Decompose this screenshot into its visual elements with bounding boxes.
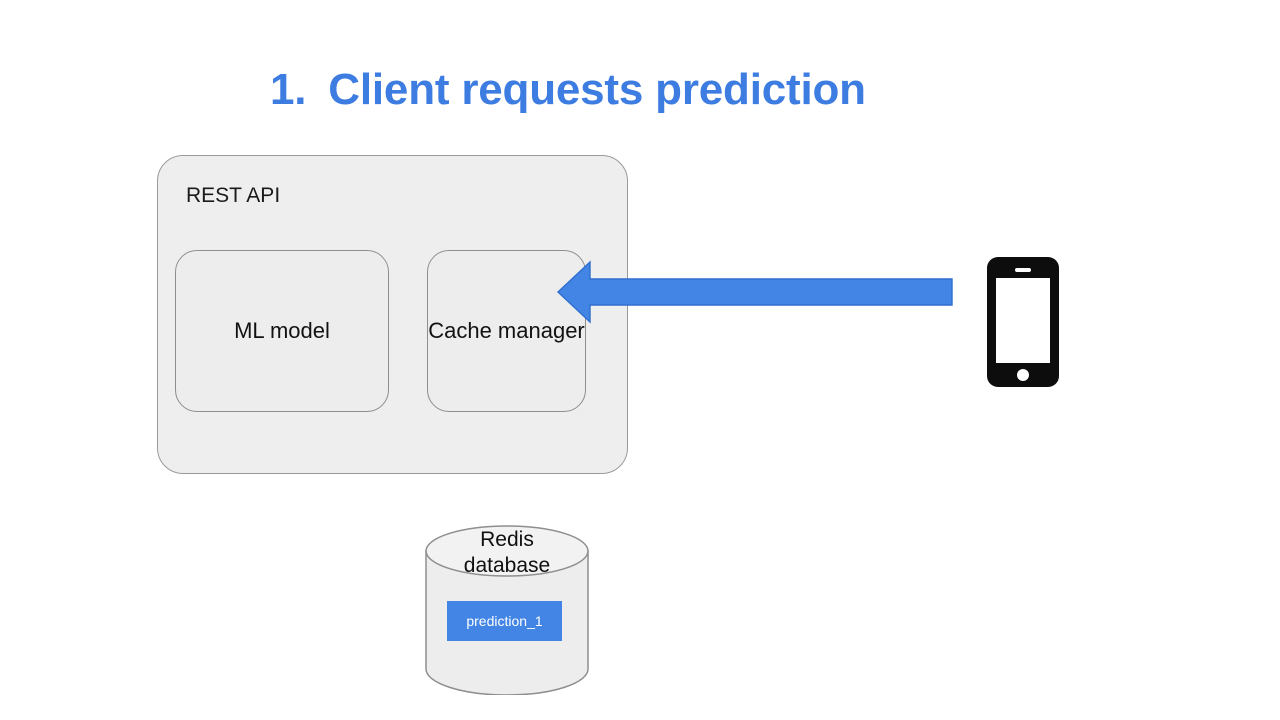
cache-manager-label: Cache manager [428,317,585,343]
title-text: Client requests prediction [328,65,866,114]
title-number: 1. [270,65,307,114]
cache-manager-box[interactable]: Cache manager [427,250,586,412]
arrow-shape [556,260,953,324]
ml-model-box[interactable]: ML model [175,250,389,412]
phone-icon [986,256,1060,388]
prediction-entry-label: prediction_1 [466,613,543,629]
prediction-entry-chip[interactable]: prediction_1 [447,601,562,641]
request-arrow [556,258,954,326]
rest-api-label: REST API [186,184,281,207]
page-title: 1. Client requests prediction [270,64,866,117]
ml-model-label: ML model [234,317,330,343]
